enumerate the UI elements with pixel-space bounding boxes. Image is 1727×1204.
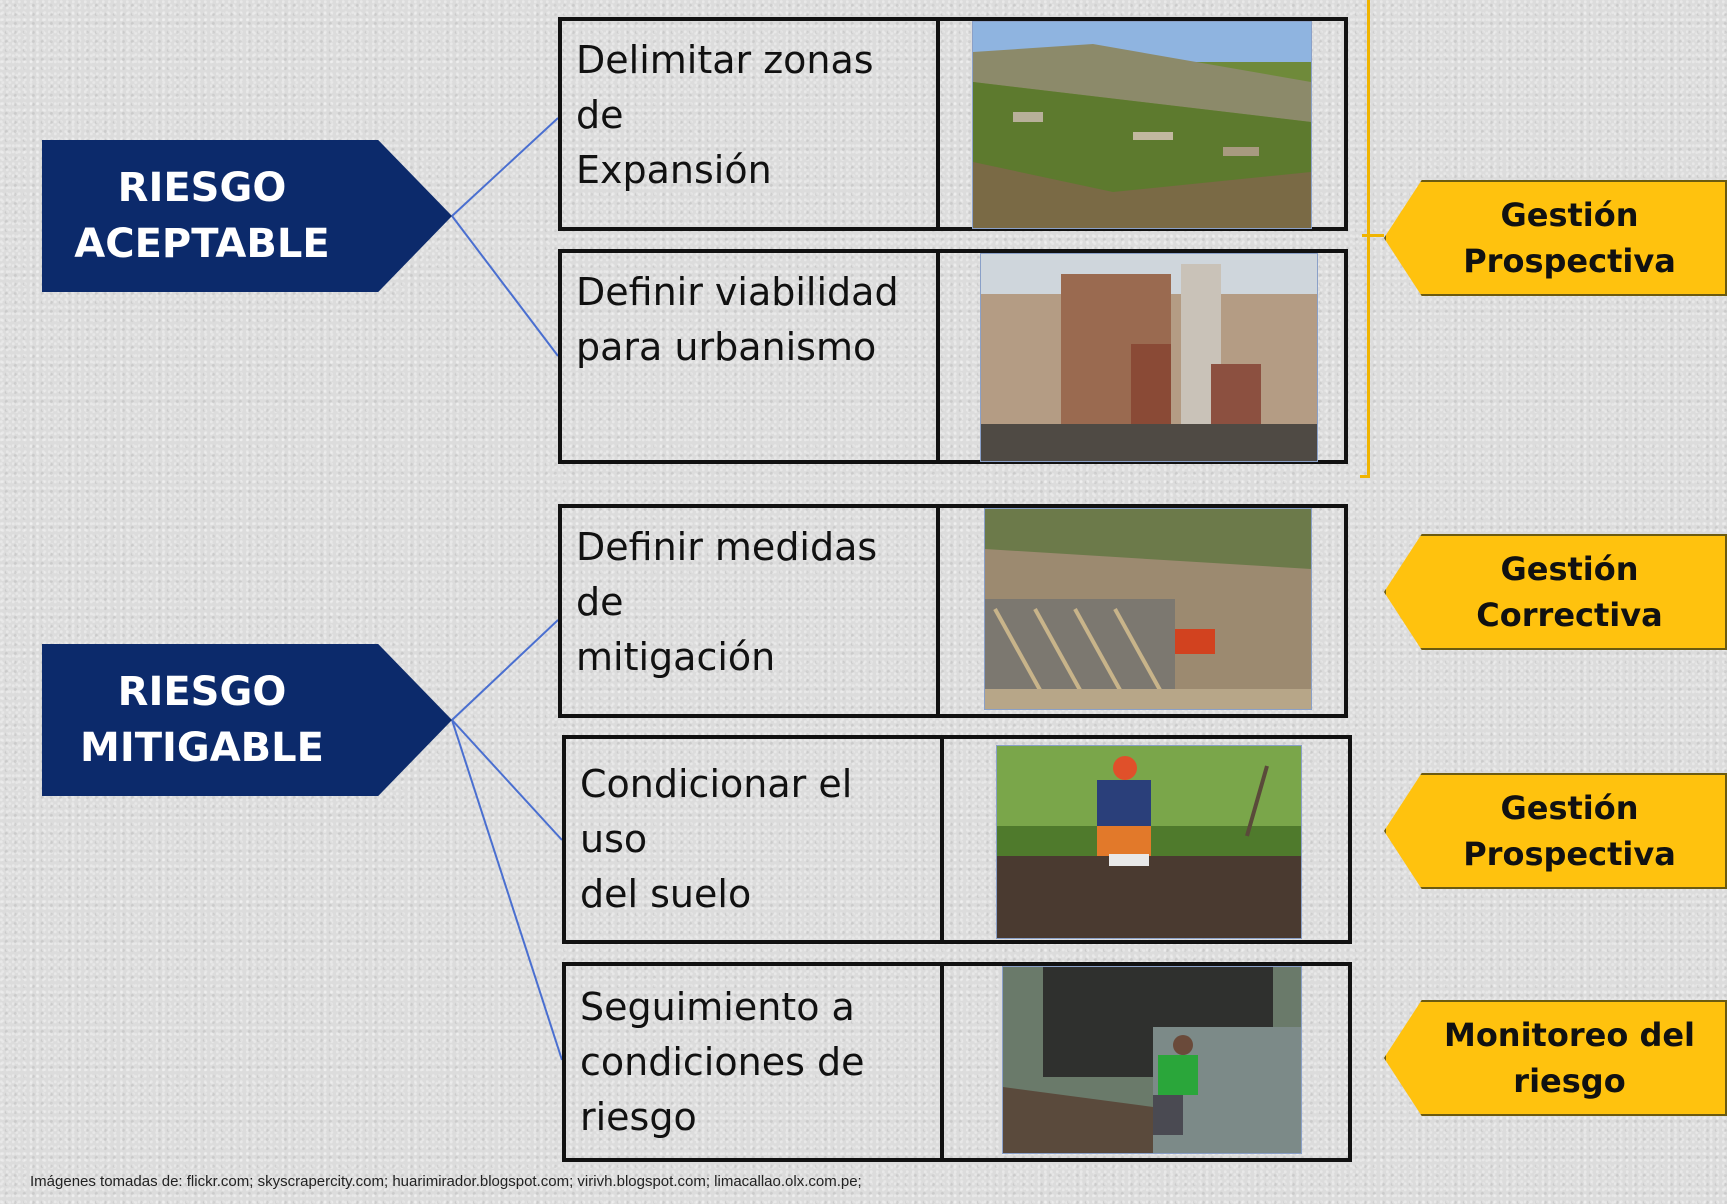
- connector-mitigable-1: [451, 619, 559, 721]
- risk-aceptable-line-2: ACEPTABLE: [74, 221, 330, 267]
- gestion-line: Prospectiva: [1463, 835, 1676, 873]
- action-line: mitigación: [576, 635, 776, 679]
- risk-mitigable-tag: RIESGO MITIGABLE: [42, 644, 452, 796]
- retaining-wall-photo: [984, 508, 1312, 710]
- gestion-line: Gestión: [1500, 789, 1639, 827]
- action-line: para urbanismo: [576, 325, 877, 369]
- action-row-condicionar-uso: Condicionar el uso del suelo: [562, 735, 1352, 944]
- construction-photo: [980, 253, 1318, 462]
- action-text-cell: Delimitar zonas de Expansión: [562, 21, 940, 227]
- action-line: del suelo: [580, 872, 752, 916]
- action-line: de: [576, 580, 624, 624]
- action-line: de: [576, 93, 624, 137]
- prospectiva-bracket: [1360, 0, 1370, 478]
- hillside-photo: [972, 21, 1312, 229]
- soil-sampling-photo: [996, 745, 1302, 939]
- river-monitoring-photo: [1002, 966, 1302, 1154]
- action-line: condiciones de: [580, 1040, 865, 1084]
- gestion-prospectiva-2-tag: Gestión Prospectiva: [1384, 773, 1727, 889]
- connector-aceptable-2: [451, 215, 559, 357]
- action-row-seguimiento: Seguimiento a condiciones de riesgo: [562, 962, 1352, 1162]
- risk-mitigable-line-2: MITIGABLE: [80, 725, 324, 771]
- action-line: Definir viabilidad: [576, 270, 899, 314]
- risk-aceptable-tag: RIESGO ACEPTABLE: [42, 140, 452, 292]
- connector-mitigable-2: [451, 719, 563, 841]
- action-line: Expansión: [576, 148, 772, 192]
- gestion-prospectiva-tag: Gestión Prospectiva: [1384, 180, 1727, 296]
- action-row-medidas-mitigacion: Definir medidas de mitigación: [558, 504, 1348, 718]
- gestion-line: Prospectiva: [1463, 242, 1676, 280]
- gestion-line: Monitoreo del: [1443, 1016, 1696, 1054]
- risk-mitigable-line-1: RIESGO: [117, 669, 287, 715]
- gestion-correctiva-tag: Gestión Correctiva: [1384, 534, 1727, 650]
- prospectiva-bracket-tick: [1362, 234, 1384, 237]
- gestion-line: riesgo: [1513, 1062, 1626, 1100]
- risk-aceptable-line-1: RIESGO: [117, 165, 287, 211]
- action-row-definir-viabilidad: Definir viabilidad para urbanismo: [558, 249, 1348, 464]
- connector-aceptable-1: [451, 117, 559, 217]
- connector-mitigable-3: [451, 719, 563, 1061]
- action-line: Definir medidas: [576, 525, 878, 569]
- gestion-line: Gestión: [1500, 196, 1639, 234]
- image-credits: Imágenes tomadas de: flickr.com; skyscra…: [30, 1173, 862, 1190]
- action-text-cell: Seguimiento a condiciones de riesgo: [566, 966, 944, 1158]
- action-line: riesgo: [580, 1095, 697, 1139]
- monitoreo-riesgo-tag: Monitoreo del riesgo: [1384, 1000, 1727, 1116]
- action-line: Delimitar zonas: [576, 38, 874, 82]
- action-line: Condicionar el uso: [580, 762, 853, 861]
- gestion-line: Gestión: [1500, 550, 1639, 588]
- gestion-line: Correctiva: [1476, 596, 1663, 634]
- action-text-cell: Definir medidas de mitigación: [562, 508, 940, 714]
- action-text-cell: Definir viabilidad para urbanismo: [562, 253, 940, 460]
- action-row-delimitar: Delimitar zonas de Expansión: [558, 17, 1348, 231]
- action-line: Seguimiento a: [580, 985, 855, 1029]
- action-text-cell: Condicionar el uso del suelo: [566, 739, 944, 940]
